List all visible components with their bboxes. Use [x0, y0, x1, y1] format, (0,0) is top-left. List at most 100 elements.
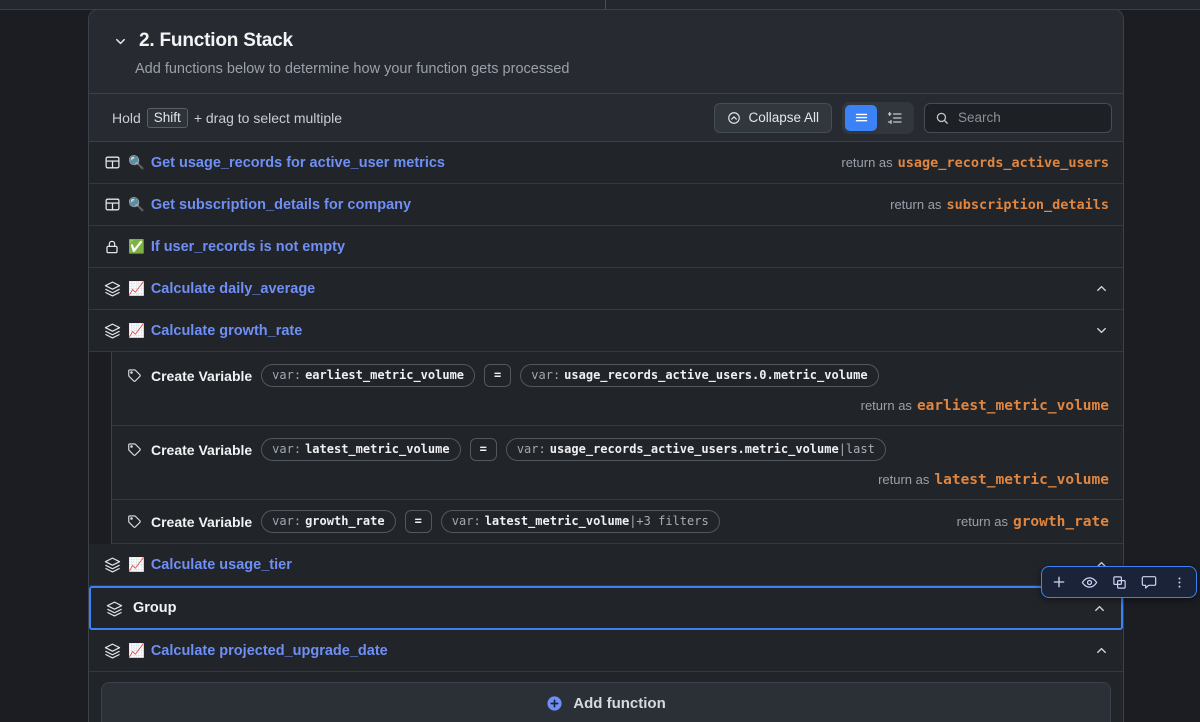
- row-label[interactable]: Get usage_records for active_user metric…: [150, 154, 445, 171]
- chevron-up-icon[interactable]: [1093, 643, 1109, 659]
- tag-icon: [126, 368, 142, 384]
- page-subtitle: Add functions below to determine how you…: [135, 61, 570, 77]
- row-label[interactable]: Group: [133, 600, 177, 616]
- row-label[interactable]: Calculate usage_tier: [150, 556, 292, 573]
- row-label[interactable]: Calculate growth_rate: [150, 322, 303, 339]
- comment-icon[interactable]: [1135, 571, 1163, 593]
- search-input[interactable]: Search: [958, 110, 1001, 125]
- chevron-up-icon[interactable]: [1091, 600, 1107, 616]
- row-hover-toolbar: [1041, 566, 1197, 598]
- function-stack-list: 1 🔍 Get usage_records for active_user me…: [89, 142, 1123, 672]
- var-name: latest_metric_volume: [305, 442, 450, 456]
- table-row[interactable]: 3 ✅ If user_records is not empty: [89, 226, 1123, 268]
- create-variable-label: Create Variable: [151, 513, 253, 530]
- row-right: [1093, 323, 1109, 339]
- collapse-all-button[interactable]: Collapse All: [714, 102, 832, 133]
- table-icon: [103, 154, 121, 172]
- more-vertical-icon[interactable]: [1165, 571, 1193, 593]
- var-prefix: var:: [272, 514, 302, 528]
- operator-pill[interactable]: =: [484, 364, 512, 387]
- table-row[interactable]: 2 🔍 Get subscription_details for company…: [89, 184, 1123, 226]
- var-suffix: |last: [838, 442, 875, 456]
- table-icon: [103, 196, 121, 214]
- hold-suffix-label: + drag to select multiple: [193, 109, 343, 126]
- view-mode-group: [842, 101, 914, 134]
- function-stack-header: 2. Function Stack Add functions below to…: [89, 10, 1123, 94]
- var-name: earliest_metric_volume: [305, 368, 465, 382]
- layers-icon: [103, 280, 121, 298]
- var-prefix: var:: [272, 442, 302, 456]
- toolbar-actions: Collapse All Search: [714, 101, 1112, 134]
- row-label[interactable]: Calculate projected_upgrade_date: [150, 642, 388, 659]
- var-prefix: var:: [531, 368, 561, 382]
- source-variable-pill[interactable]: var: usage_records_active_users.0.metric…: [520, 364, 879, 387]
- chevron-up-icon[interactable]: [1093, 281, 1109, 297]
- search-field[interactable]: Search: [924, 102, 1112, 133]
- copy-icon[interactable]: [1105, 571, 1133, 593]
- add-function-area: Add function: [89, 672, 1123, 722]
- list-item[interactable]: 5.1 Create Variable var: earliest_metric…: [112, 352, 1123, 426]
- row-label[interactable]: Calculate daily_average: [150, 280, 316, 297]
- row-label[interactable]: If user_records is not empty: [150, 238, 346, 255]
- row-right: [1093, 643, 1109, 659]
- list-settings-icon[interactable]: [879, 105, 911, 131]
- var-path: usage_records_active_users.0.metric_volu…: [564, 368, 868, 382]
- source-variable-pill[interactable]: var: usage_records_active_users.metric_v…: [505, 438, 886, 461]
- var-path: usage_records_active_users.metric_volume: [549, 442, 839, 456]
- list-view-icon[interactable]: [845, 104, 877, 131]
- operator-symbol: =: [414, 514, 422, 528]
- plus-icon[interactable]: [1045, 571, 1073, 593]
- eye-icon[interactable]: [1075, 571, 1103, 593]
- add-function-button[interactable]: Add function: [101, 682, 1111, 722]
- return-variable: growth_rate: [1012, 513, 1109, 530]
- return-variable: latest_metric_volume: [934, 472, 1109, 488]
- magnifier-emoji-icon: 🔍: [128, 154, 145, 170]
- collapse-all-label: Collapse All: [748, 110, 819, 125]
- chevron-down-icon[interactable]: [1093, 323, 1109, 339]
- operator-pill[interactable]: =: [404, 510, 432, 533]
- return-variable: earliest_metric_volume: [916, 398, 1109, 414]
- search-icon: [935, 111, 949, 125]
- hold-shift-hint: Hold Shift + drag to select multiple: [112, 107, 343, 128]
- target-variable-pill[interactable]: var: earliest_metric_volume: [261, 364, 476, 387]
- var-path: latest_metric_volume: [484, 514, 630, 528]
- row-right: [1093, 281, 1109, 297]
- source-variable-pill[interactable]: var: latest_metric_volume|+3 filters: [440, 510, 720, 533]
- layers-icon: [103, 322, 121, 340]
- target-variable-pill[interactable]: var: latest_metric_volume: [261, 438, 461, 461]
- table-row[interactable]: 1 🔍 Get usage_records for active_user me…: [89, 142, 1123, 184]
- list-item[interactable]: 5.2 Create Variable var: latest_metric_v…: [112, 426, 1123, 500]
- layers-icon: [103, 642, 121, 660]
- chevron-up-icon[interactable]: [1093, 557, 1109, 573]
- operator-symbol: =: [479, 442, 487, 456]
- layers-icon: [103, 556, 121, 574]
- table-row[interactable]: 6 📈 Calculate usage_tier: [89, 544, 1123, 586]
- table-row[interactable]: 7 Group: [89, 586, 1123, 630]
- create-variable-row: Create Variable var: earliest_metric_vol…: [126, 364, 1109, 387]
- table-row[interactable]: 8 📈 Calculate projected_upgrade_date: [89, 630, 1123, 672]
- table-row[interactable]: 5 📈 Calculate growth_rate: [89, 310, 1123, 352]
- row-right: [1093, 557, 1109, 573]
- var-prefix: var:: [451, 514, 481, 528]
- chevron-down-icon[interactable]: [112, 33, 128, 49]
- check-emoji-icon: ✅: [128, 238, 145, 254]
- var-suffix: |+3 filters: [629, 514, 709, 528]
- target-variable-pill[interactable]: var: growth_rate: [261, 510, 396, 533]
- header-title-row[interactable]: 2. Function Stack: [89, 30, 1123, 52]
- create-variable-label: Create Variable: [151, 367, 253, 384]
- row-label[interactable]: Get subscription_details for company: [150, 196, 412, 213]
- shift-key-badge: Shift: [146, 107, 188, 128]
- list-item[interactable]: 5.3 Create Variable var: growth_rate: [112, 500, 1123, 544]
- operator-pill[interactable]: =: [469, 438, 497, 461]
- create-variable-row: Create Variable var: growth_rate = var: …: [126, 510, 720, 533]
- return-variable: subscription_details: [946, 196, 1109, 213]
- add-function-label: Add function: [573, 694, 666, 712]
- table-row[interactable]: 4 📈 Calculate daily_average: [89, 268, 1123, 310]
